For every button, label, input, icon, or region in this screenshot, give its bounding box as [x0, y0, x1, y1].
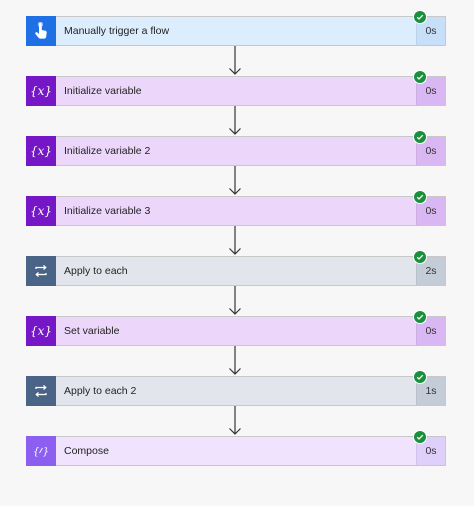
success-check-icon [414, 251, 426, 263]
step-initialize-variable-3[interactable]: {x} Initialize variable 3 0s [26, 191, 446, 226]
success-check-icon [414, 191, 426, 203]
compose-icon: { } [26, 436, 56, 466]
loop-icon [26, 376, 56, 406]
svg-text:{x}: {x} [30, 324, 52, 338]
step-title: Apply to each [64, 265, 128, 277]
step-title: Manually trigger a flow [64, 25, 170, 37]
step-duration: 0s [416, 17, 445, 45]
step-title: Initialize variable 3 [64, 205, 151, 217]
connector-arrow-icon [229, 166, 241, 195]
svg-text:{x}: {x} [30, 84, 52, 98]
connector-arrow-icon [229, 406, 241, 435]
step-apply-to-each[interactable]: Apply to each 2s [26, 251, 446, 286]
success-check-icon [414, 131, 426, 143]
hand-tap-icon [26, 16, 56, 46]
success-check-icon [414, 371, 426, 383]
svg-text:{x}: {x} [30, 144, 52, 158]
connector-arrow-icon [229, 226, 241, 255]
connector-arrow-icon [229, 286, 241, 315]
connector-arrow-icon [229, 46, 241, 75]
step-duration: 0s [416, 437, 445, 465]
success-check-icon [414, 11, 426, 23]
variable-icon: {x} [26, 316, 56, 346]
step-initialize-variable-2[interactable]: {x} Initialize variable 2 0s [26, 131, 446, 166]
step-title: Apply to each 2 [64, 385, 137, 397]
loop-icon [26, 256, 56, 286]
step-title: Initialize variable 2 [64, 145, 151, 157]
success-check-icon [414, 311, 426, 323]
connector-arrow-icon [229, 346, 241, 375]
variable-icon: {x} [26, 136, 56, 166]
variable-icon: {x} [26, 196, 56, 226]
step-title: Compose [64, 445, 109, 457]
success-check-icon [414, 431, 426, 443]
variable-icon: {x} [26, 76, 56, 106]
step-duration: 0s [416, 137, 445, 165]
success-check-icon [414, 71, 426, 83]
svg-text:{ }: { } [33, 447, 49, 458]
step-title: Initialize variable [64, 85, 142, 97]
step-manually-trigger-a-flow[interactable]: Manually trigger a flow 0s [26, 11, 446, 46]
step-compose[interactable]: { } Compose 0s [26, 431, 446, 466]
svg-text:{x}: {x} [30, 204, 52, 218]
step-initialize-variable[interactable]: {x} Initialize variable 0s [26, 71, 446, 106]
step-apply-to-each-2[interactable]: Apply to each 2 1s [26, 371, 446, 406]
step-title: Set variable [64, 325, 120, 337]
step-set-variable[interactable]: {x} Set variable 0s [26, 311, 446, 346]
connector-arrow-icon [229, 106, 241, 135]
